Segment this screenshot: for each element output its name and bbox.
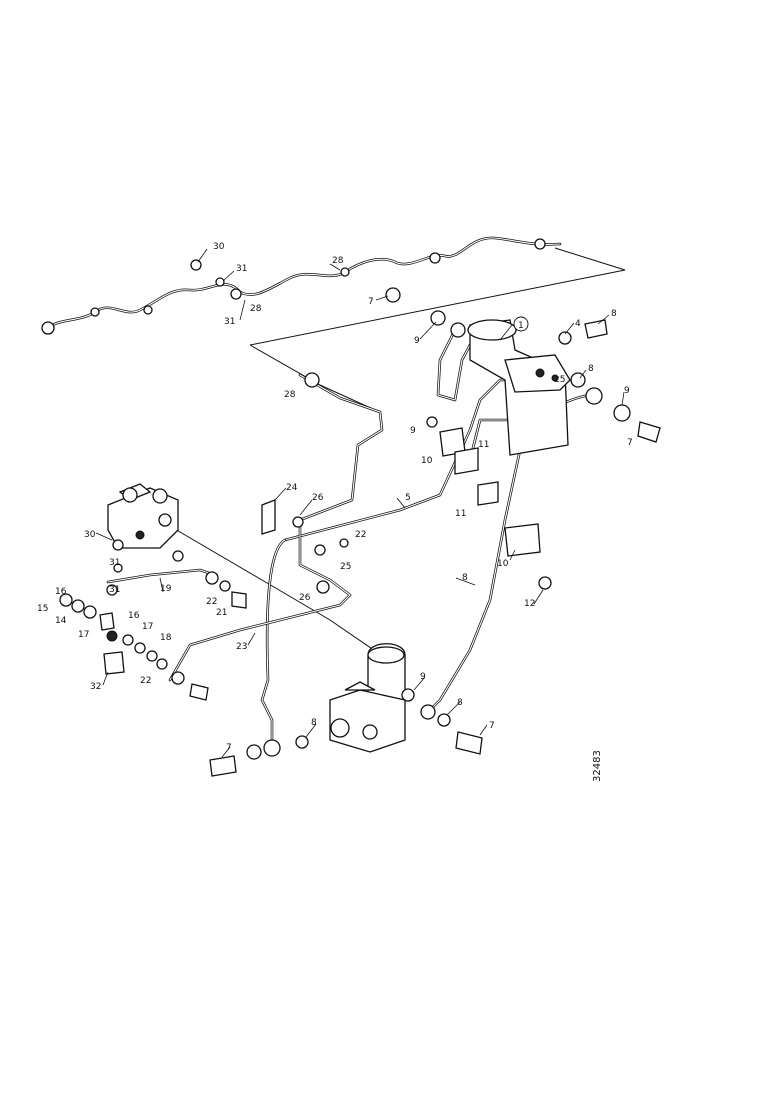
callout-22-bottom: 22 xyxy=(140,676,151,686)
callout-4: 4 xyxy=(575,319,581,329)
callout-31-left: 31 xyxy=(109,558,120,568)
callout-21: 21 xyxy=(216,608,227,618)
callout-28-middle: 28 xyxy=(284,390,296,400)
callout-7-bottom-left: 7 xyxy=(226,743,232,753)
air-dryer-1 xyxy=(467,319,571,456)
callout-24: 24 xyxy=(286,483,298,493)
callout-7-right: 7 xyxy=(627,438,633,448)
callout-11-upper: 11 xyxy=(478,440,489,450)
callout-11-lower: 11 xyxy=(455,509,466,519)
leader-lines xyxy=(95,248,625,758)
callout-6: 8 xyxy=(462,573,468,583)
callout-25-right: 25 xyxy=(554,375,565,385)
drawing-reference-number: 32483 xyxy=(592,750,603,782)
callout-16-mid: 16 xyxy=(128,611,140,621)
bracket-24 xyxy=(261,499,276,535)
callout-labels: 30 31 31 28 28 7 9 1 4 8 8 25 9 7 28 9 1… xyxy=(37,242,633,753)
callout-9-middle: 9 xyxy=(410,426,416,436)
callout-9-right: 9 xyxy=(624,386,630,396)
bracket-10-lower xyxy=(504,523,541,557)
callout-22-middle: 22 xyxy=(355,530,366,540)
callout-22-left: 22 xyxy=(206,597,217,607)
pipe-19 xyxy=(106,568,217,584)
callout-17-left: 17 xyxy=(78,630,89,640)
callout-8-bottom: 8 xyxy=(311,718,317,728)
svg-text:1: 1 xyxy=(518,321,524,331)
callout-10-upper: 10 xyxy=(421,456,433,466)
pipe-5 xyxy=(260,378,522,747)
callout-9-top: 9 xyxy=(414,336,420,346)
bracket-11-upper xyxy=(454,447,479,475)
callout-28-top-inline: 28 xyxy=(250,304,262,314)
callout-28-top: 28 xyxy=(332,256,344,266)
callout-1-circled: 1 xyxy=(513,316,529,332)
callout-18: 18 xyxy=(160,633,172,643)
callout-30-top: 30 xyxy=(213,242,225,252)
callout-7-bottom-right: 7 xyxy=(489,721,495,731)
callout-10-lower: 10 xyxy=(497,559,509,569)
compressor-unit xyxy=(329,643,406,753)
callout-30-left: 30 xyxy=(84,530,96,540)
callout-25-middle: 25 xyxy=(340,562,351,572)
fittings xyxy=(41,238,661,777)
callout-9-bottom: 9 xyxy=(420,672,426,682)
callout-12: 12 xyxy=(524,599,535,609)
callout-8-top-right: 8 xyxy=(611,309,617,319)
callout-26: 26 xyxy=(312,493,324,503)
pipe-23 xyxy=(168,523,352,682)
callout-23: 23 xyxy=(236,642,247,652)
callout-26-middle: 26 xyxy=(299,593,311,603)
callout-8-mid-right: 8 xyxy=(588,364,594,374)
pipe-28-lower xyxy=(298,373,384,522)
callout-31-left-lower: 31 xyxy=(109,585,120,595)
callout-14: 14 xyxy=(55,616,67,626)
callout-31-top: 31 xyxy=(236,264,247,274)
callout-16-left: 16 xyxy=(55,587,67,597)
pipe-28-upper xyxy=(46,236,562,330)
callout-15: 15 xyxy=(37,604,48,614)
callout-17-mid: 17 xyxy=(142,622,153,632)
callout-7-top: 7 xyxy=(368,297,374,307)
bracket-11-lower xyxy=(477,481,499,506)
callout-31-top-lower: 31 xyxy=(224,317,235,327)
callout-19: 19 xyxy=(160,584,172,594)
callout-8-bottom-right: 8 xyxy=(457,698,463,708)
reference-lines xyxy=(167,247,626,669)
valve-block xyxy=(107,483,179,549)
callout-5: 5 xyxy=(405,493,411,503)
callout-32: 32 xyxy=(90,682,101,692)
pipe-9-loop xyxy=(436,328,472,402)
